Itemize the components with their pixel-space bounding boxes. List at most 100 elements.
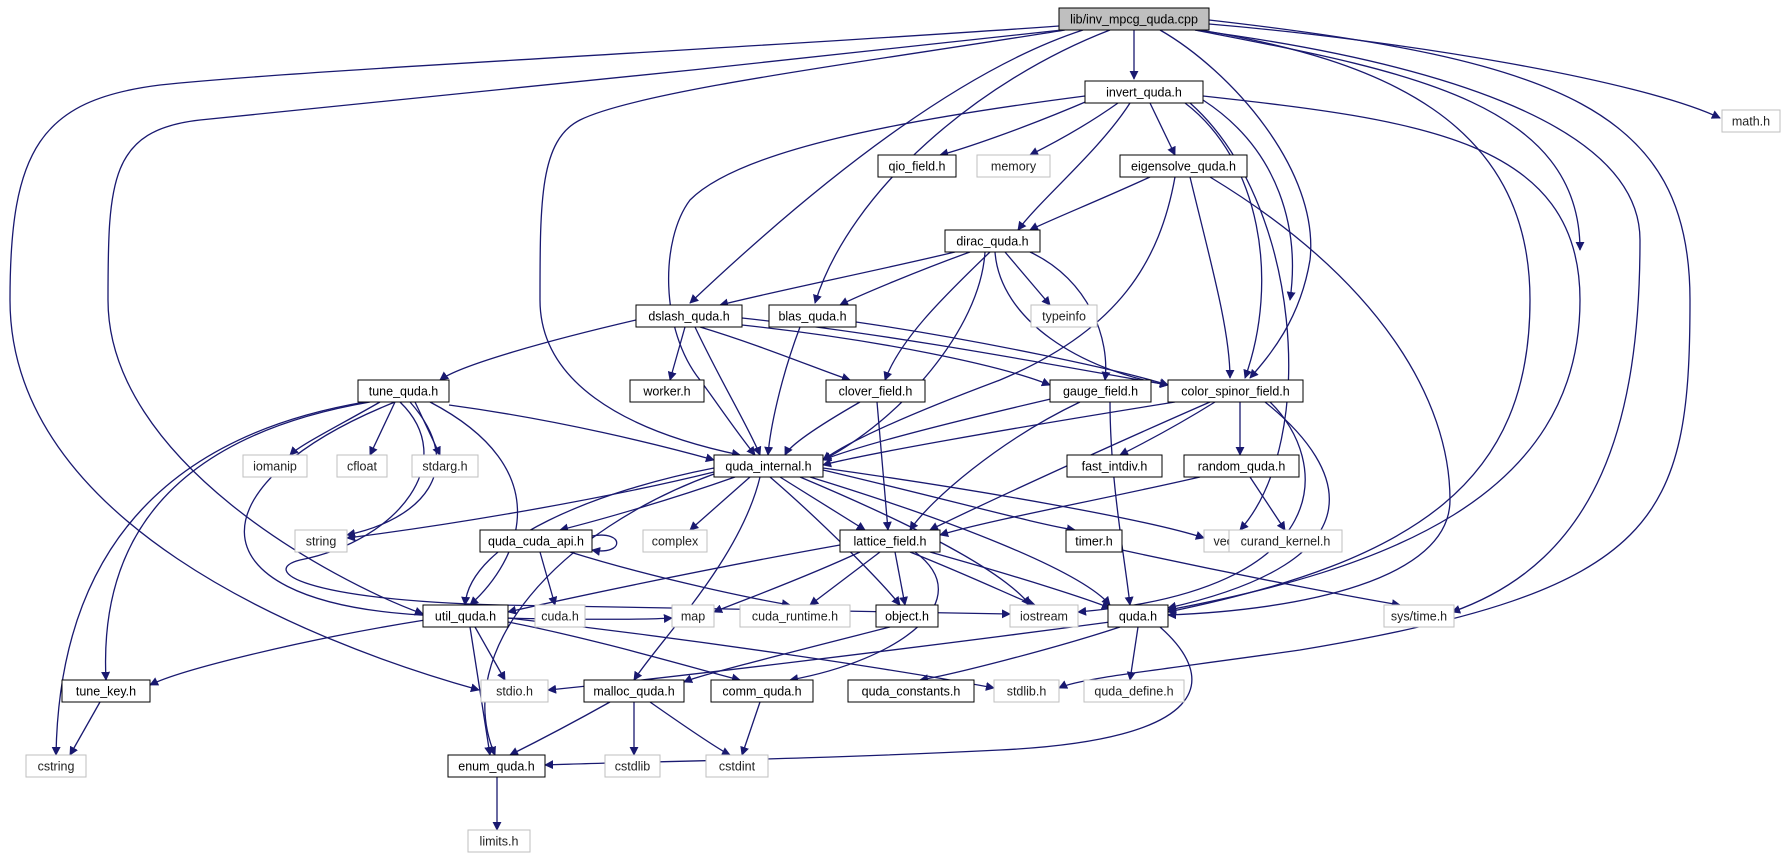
node-label: sys/time.h [1391,610,1447,624]
node-comm[interactable]: comm_quda.h [710,679,814,703]
node-blas[interactable]: blas_quda.h [768,304,857,328]
edge-dirac-to-csf [994,251,1169,389]
node-label: tune_quda.h [369,385,439,399]
node-timer[interactable]: timer.h [1065,529,1123,553]
node-malloc[interactable]: malloc_quda.h [583,679,685,703]
node-box [447,754,546,778]
node-gauge[interactable]: gauge_field.h [1049,379,1152,403]
edge-gauge-to-lattice [909,401,1081,531]
node-qconst[interactable]: quda_constants.h [847,679,975,703]
node-fastint[interactable]: fast_intdiv.h [1066,454,1163,478]
node-box [839,529,941,553]
node-box [479,529,593,553]
node-box [1107,604,1169,628]
node-object[interactable]: object.h [875,604,939,628]
edge-invert-to-csf [1184,102,1263,379]
edge-dslash-to-tune [439,319,637,381]
node-box [422,604,509,628]
node-root[interactable]: lib/inv_mpcg_quda.cpp [1058,7,1210,31]
node-lattice[interactable]: lattice_field.h [839,529,941,553]
edge-qint-to-vector [822,467,1205,540]
edge-eigen-to-dirac [1029,176,1151,231]
edge-root-to-stdio [9,25,1060,693]
edge-csf-to-fastint [1119,401,1216,456]
node-csf[interactable]: color_spinor_field.h [1167,379,1304,403]
edge-invert-to-iostream [1202,99,1296,301]
node-tunekey[interactable]: tune_key.h [61,679,151,703]
edge-dslash-to-worker [667,326,686,381]
edge-csf-to-quda [1167,401,1330,611]
node-qcuda[interactable]: quda_cuda_api.h [479,529,593,553]
node-box [357,379,450,403]
node-box [705,754,769,778]
node-clover[interactable]: clover_field.h [825,379,926,403]
node-eigen[interactable]: eigensolve_quda.h [1119,154,1248,178]
node-random[interactable]: random_quda.h [1183,454,1300,478]
node-qio[interactable]: qio_field.h [877,154,957,178]
node-quda[interactable]: quda.h [1107,604,1169,628]
edge-csf-to-iostream [1077,401,1306,616]
node-enum[interactable]: enum_quda.h [447,754,546,778]
edge-clover-to-qint [784,401,861,456]
edge-qint-to-string [346,471,715,542]
node-label: worker.h [642,385,690,399]
node-box [583,679,685,703]
node-box [480,679,549,703]
node-label: dirac_quda.h [956,235,1028,249]
node-box [1049,379,1152,403]
node-box [1083,679,1185,703]
edge-lattice-to-quda [929,551,1111,610]
node-stdio: stdio.h [480,679,549,703]
edge-invert-to-quda [1167,95,1581,613]
node-box [1383,604,1455,628]
node-cudart: cuda_runtime.h [739,604,851,628]
edge-malloc-to-cstdint [649,701,731,756]
edge-invert-to-memory [1029,102,1119,156]
node-qint[interactable]: quda_internal.h [713,454,824,478]
node-label: tune_key.h [76,685,136,699]
node-box [294,529,348,553]
edge-csf-to-qint [822,401,1176,468]
edge-util-to-enum [469,626,494,756]
node-worker[interactable]: worker.h [629,379,705,403]
node-box [1058,7,1210,31]
edge-root-to-systime [1194,29,1641,614]
node-label: dslash_quda.h [648,310,729,324]
node-label: typeinfo [1042,310,1086,324]
edge-qint-to-timer [822,469,1076,534]
node-complex: complex [642,529,708,553]
node-curand: curand_kernel.h [1228,529,1343,553]
node-util[interactable]: util_quda.h [422,604,509,628]
node-label: quda.h [1119,610,1157,624]
node-label: qio_field.h [889,160,946,174]
node-invert[interactable]: invert_quda.h [1084,80,1204,104]
node-dslash[interactable]: dslash_quda.h [635,304,743,328]
node-label: quda_constants.h [862,685,961,699]
node-box [604,754,661,778]
node-label: cstring [38,760,75,774]
edge-qint-to-complex [689,476,751,531]
node-label: fast_intdiv.h [1082,460,1148,474]
node-label: quda_internal.h [725,460,811,474]
node-label: color_spinor_field.h [1181,385,1289,399]
edge-invert-to-eigen [1149,102,1176,156]
edge-qint-to-util [461,467,715,606]
node-label: math.h [1732,115,1770,129]
edge-tunekey-to-cstring [69,701,101,756]
edge-tune-to-util [429,401,519,606]
node-tune[interactable]: tune_quda.h [357,379,450,403]
node-box [944,229,1041,253]
edge-tune-to-qint [448,404,715,463]
node-label: quda_define.h [1094,685,1173,699]
node-dirac[interactable]: dirac_quda.h [944,229,1041,253]
edge-csf-to-lattice [929,401,1211,531]
node-box [768,304,857,328]
edge-lattice-to-cudart [809,551,881,606]
edge-malloc-to-enum [509,701,611,756]
node-cudah: cuda.h [534,604,586,628]
edge-qint-to-lattice [779,476,866,531]
edge-tune-to-cfloat [369,401,396,456]
node-box [847,679,975,703]
node-label: comm_quda.h [722,685,801,699]
